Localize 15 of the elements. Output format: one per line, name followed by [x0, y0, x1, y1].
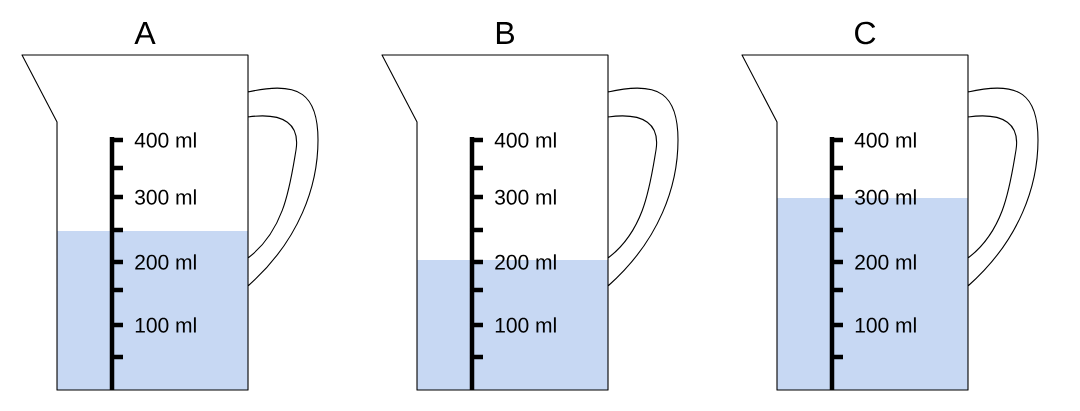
scale-label: 200 ml — [855, 254, 916, 270]
scale-label: 100 ml — [135, 317, 196, 333]
jug-letter: C — [855, 21, 876, 45]
scale-label: 300 ml — [495, 189, 556, 205]
jug-letter: A — [134, 22, 156, 44]
scale-label: 200 ml — [135, 254, 196, 270]
scale-label: 400 ml — [134, 132, 196, 148]
scale-label: 100 ml — [495, 317, 556, 333]
scale-label: 100 ml — [855, 317, 916, 333]
scale-label: 200 ml — [495, 254, 556, 270]
scale-label: 300 ml — [135, 189, 196, 205]
scale-label: 400 ml — [494, 132, 556, 148]
scale-label: 300 ml — [855, 189, 916, 205]
scale-label: 400 ml — [854, 132, 916, 148]
jug-letter: B — [496, 22, 514, 44]
